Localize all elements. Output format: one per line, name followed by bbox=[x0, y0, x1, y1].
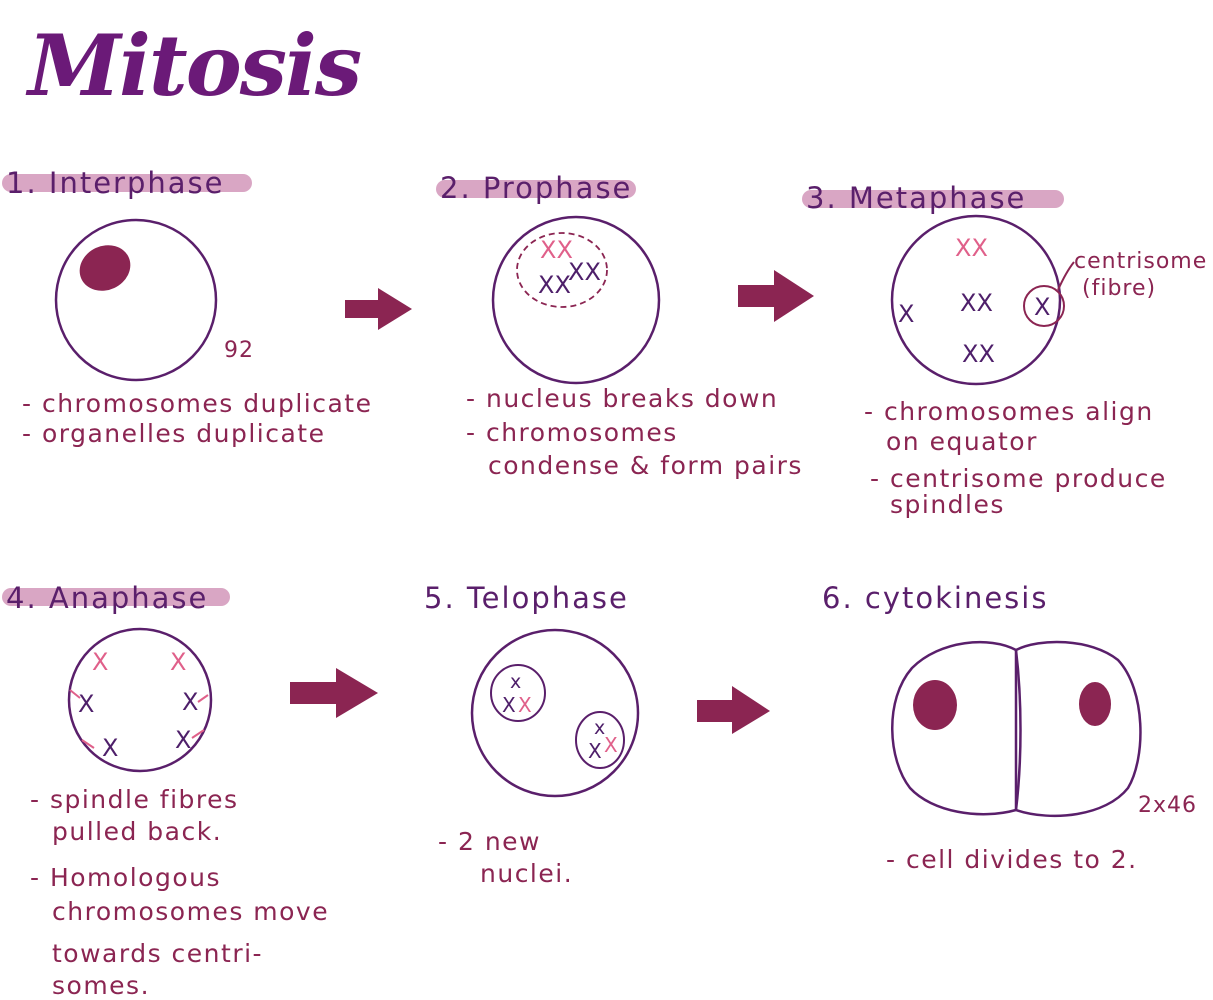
chromosome: X bbox=[588, 739, 602, 763]
cytokinesis-cells: 2x46 bbox=[891, 640, 1197, 818]
telophase-note: nuclei. bbox=[480, 859, 573, 888]
interphase-note: - organelles duplicate bbox=[22, 419, 325, 448]
chromosome-pair: XX bbox=[962, 340, 995, 368]
chromosome: X bbox=[78, 690, 94, 718]
anaphase-note: chromosomes move bbox=[52, 897, 329, 926]
interphase-note: - chromosomes duplicate bbox=[22, 389, 372, 418]
anaphase-note: pulled back. bbox=[52, 817, 222, 846]
chromosome-pair-pink: XX bbox=[540, 236, 573, 264]
chromosome: X bbox=[182, 688, 198, 716]
prophase-note: - nucleus breaks down bbox=[466, 384, 778, 413]
chromosome: X bbox=[175, 726, 191, 754]
stage-header-anaphase: 4. Anaphase bbox=[6, 581, 208, 615]
anaphase-cell: X X X X X X bbox=[67, 627, 213, 773]
interphase-count: 92 bbox=[224, 338, 254, 363]
nucleus-icon bbox=[1079, 682, 1111, 726]
spindle-fibres bbox=[69, 689, 209, 749]
nucleus-icon bbox=[79, 245, 131, 291]
chromosome-pair: XX bbox=[538, 271, 571, 299]
metaphase-note: on equator bbox=[886, 427, 1038, 456]
fibre-label: (fibre) bbox=[1082, 276, 1156, 301]
chromosome-pink: X bbox=[518, 693, 532, 717]
arrow-icon bbox=[697, 686, 770, 734]
chromosome-pair-pink: XX bbox=[955, 234, 988, 262]
new-nucleus bbox=[490, 664, 546, 722]
anaphase-note: towards centri- bbox=[52, 939, 263, 968]
telophase-cell: x X X x X X bbox=[470, 628, 640, 798]
chromosome: X bbox=[102, 734, 118, 762]
metaphase-note: spindles bbox=[890, 490, 1005, 519]
centrisome-ring bbox=[1023, 285, 1065, 327]
telophase-note: - 2 new bbox=[438, 827, 541, 856]
chromosome: x bbox=[594, 717, 605, 739]
new-nucleus bbox=[575, 711, 625, 769]
prophase-cell: XX XX XX bbox=[491, 215, 661, 385]
centrisome-icon: X bbox=[898, 300, 914, 328]
stage-header-interphase: 1. Interphase bbox=[6, 166, 224, 200]
arrow-icon bbox=[290, 668, 378, 718]
anaphase-note: - spindle fibres bbox=[30, 785, 239, 814]
stage-header-metaphase: 3. Metaphase bbox=[806, 181, 1026, 215]
interphase-cell: 92 bbox=[54, 218, 254, 382]
diagram-title: Mitosis bbox=[25, 16, 361, 115]
chromosome-pink: X bbox=[170, 648, 186, 676]
anaphase-note: - Homologous bbox=[30, 863, 221, 892]
nucleus-icon bbox=[913, 680, 957, 730]
stage-header-cytokinesis: 6. cytokinesis bbox=[822, 581, 1048, 615]
highlight-prophase bbox=[436, 180, 636, 198]
highlight-interphase bbox=[2, 174, 252, 192]
chromosome-pink: X bbox=[92, 648, 108, 676]
stage-header-prophase: 2. Prophase bbox=[440, 171, 632, 205]
chromosome-pink: X bbox=[604, 733, 618, 757]
metaphase-note: - centrisome produce bbox=[870, 464, 1167, 493]
metaphase-cell: XX X XX XX X centrisome (fibre) bbox=[890, 214, 1207, 386]
prophase-note: condense & form pairs bbox=[488, 451, 803, 480]
centrisome-label: centrisome bbox=[1074, 249, 1207, 274]
highlight-metaphase bbox=[802, 190, 1064, 208]
arrow-icon bbox=[345, 288, 412, 330]
chromosome-pair: XX bbox=[568, 258, 601, 286]
prophase-note: - chromosomes bbox=[466, 418, 678, 447]
metaphase-note: - chromosomes align bbox=[864, 397, 1154, 426]
stage-header-telophase: 5. Telophase bbox=[424, 581, 629, 615]
anaphase-note: somes. bbox=[52, 971, 150, 1000]
arrow-icon bbox=[738, 270, 814, 322]
centrisome-icon: X bbox=[1034, 293, 1050, 321]
chromosome-pair: XX bbox=[960, 289, 993, 317]
dissolving-nucleus bbox=[516, 232, 608, 308]
chromosome: X bbox=[502, 693, 516, 717]
cytokinesis-note: - cell divides to 2. bbox=[886, 845, 1138, 874]
highlight-anaphase bbox=[2, 588, 230, 606]
label-pointer bbox=[1057, 261, 1075, 291]
chromosome: x bbox=[510, 671, 521, 693]
cytokinesis-count: 2x46 bbox=[1138, 793, 1197, 818]
